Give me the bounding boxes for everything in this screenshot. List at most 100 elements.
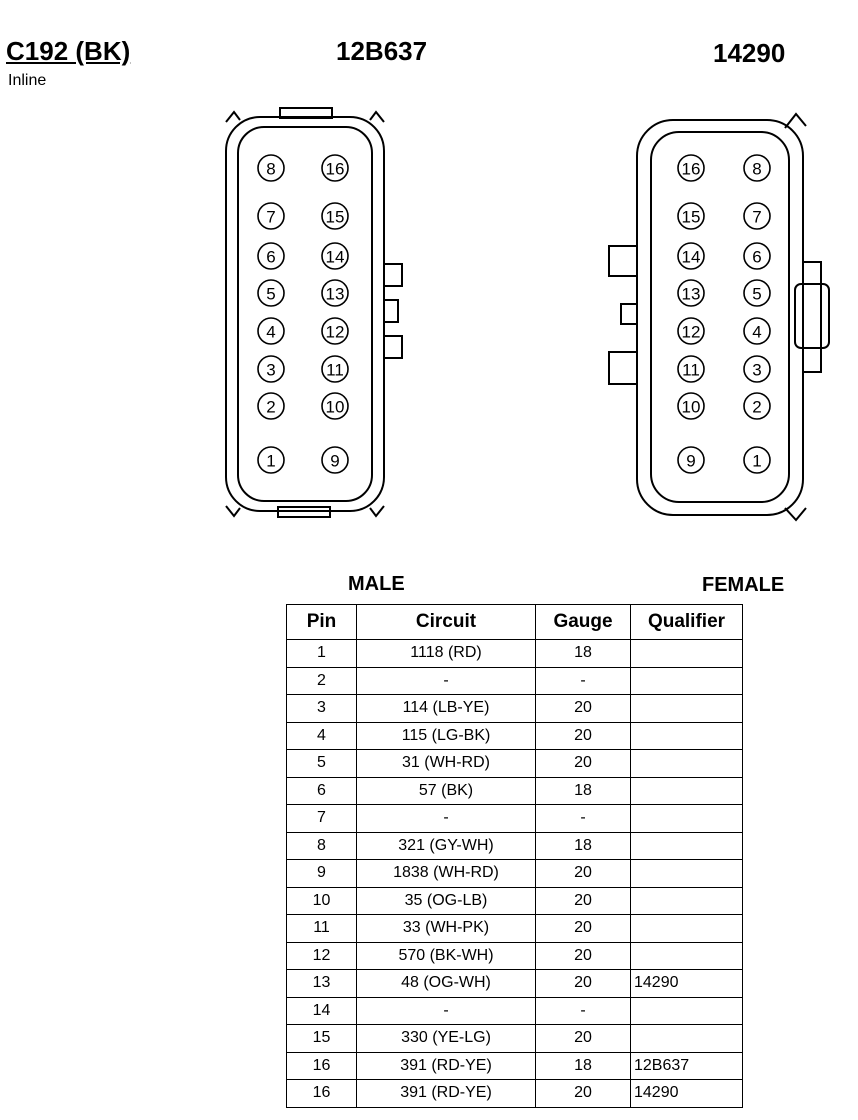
header-gauge: Gauge	[535, 604, 631, 640]
female-pin: 8	[743, 154, 771, 182]
cell-qualifier	[630, 749, 743, 778]
cell-gauge: 20	[535, 886, 631, 915]
male-pin-label: 5	[266, 285, 275, 304]
cell-qualifier	[630, 666, 743, 695]
male-pin: 4	[257, 317, 285, 345]
male-pin: 10	[321, 392, 349, 420]
cell-circuit: 33 (WH-PK)	[356, 914, 536, 943]
male-pin: 12	[321, 317, 349, 345]
male-pin-label: 13	[326, 285, 345, 304]
female-part-number: 14290	[713, 38, 786, 68]
cell-pin: 13	[286, 969, 357, 998]
female-pin: 15	[677, 202, 705, 230]
female-pin-label: 10	[682, 398, 701, 417]
male-pin-label: 10	[326, 398, 345, 417]
cell-gauge: 20	[535, 859, 631, 888]
male-pin: 7	[257, 202, 285, 230]
male-connector	[225, 107, 403, 518]
cell-pin: 14	[286, 996, 357, 1025]
cell-circuit: 391 (RD-YE)	[356, 1051, 536, 1080]
male-pin: 16	[321, 154, 349, 182]
female-pin-label: 5	[752, 285, 761, 304]
cell-gauge: 20	[535, 721, 631, 750]
male-pin: 13	[321, 279, 349, 307]
cell-pin: 7	[286, 804, 357, 833]
male-pin-label: 14	[326, 248, 345, 267]
cell-qualifier	[630, 831, 743, 860]
female-pin: 10	[677, 392, 705, 420]
female-pin: 13	[677, 279, 705, 307]
female-connector	[608, 112, 830, 522]
male-pin-label: 6	[266, 248, 275, 267]
cell-pin: 3	[286, 694, 357, 723]
cell-qualifier	[630, 1024, 743, 1053]
male-pin: 3	[257, 355, 285, 383]
table-row: 2--	[286, 666, 743, 695]
male-pin-label: 12	[326, 323, 345, 342]
female-pin-label: 6	[752, 248, 761, 267]
cell-circuit: -	[356, 666, 536, 695]
cell-circuit: 570 (BK-WH)	[356, 941, 536, 970]
female-pin: 11	[677, 355, 705, 383]
cell-circuit: 391 (RD-YE)	[356, 1079, 536, 1108]
female-pin: 3	[743, 355, 771, 383]
cell-qualifier	[630, 941, 743, 970]
female-pin: 12	[677, 317, 705, 345]
connector-id: C192 (BK)	[6, 36, 131, 66]
cell-gauge: 20	[535, 1024, 631, 1053]
female-pin-label: 8	[752, 160, 761, 179]
female-pin-label: 16	[682, 160, 701, 179]
cell-qualifier: 14290	[630, 1079, 743, 1108]
female-pin: 2	[743, 392, 771, 420]
cell-circuit: 114 (LB-YE)	[356, 694, 536, 723]
cell-qualifier	[630, 639, 743, 668]
cell-pin: 9	[286, 859, 357, 888]
cell-gauge: 20	[535, 941, 631, 970]
cell-gauge: 20	[535, 914, 631, 943]
female-pin: 4	[743, 317, 771, 345]
cell-pin: 5	[286, 749, 357, 778]
female-pin-label: 12	[682, 323, 701, 342]
cell-circuit: 48 (OG-WH)	[356, 969, 536, 998]
cell-circuit: 330 (YE-LG)	[356, 1024, 536, 1053]
male-pin-label: 4	[266, 323, 275, 342]
cell-qualifier	[630, 721, 743, 750]
cell-gauge: 20	[535, 969, 631, 998]
cell-qualifier	[630, 996, 743, 1025]
female-pin-label: 9	[686, 452, 695, 471]
cell-circuit: 115 (LG-BK)	[356, 721, 536, 750]
cell-circuit: 57 (BK)	[356, 776, 536, 805]
female-pin: 5	[743, 279, 771, 307]
male-pin: 6	[257, 242, 285, 270]
female-pin: 14	[677, 242, 705, 270]
male-pin: 9	[321, 446, 349, 474]
cell-qualifier	[630, 694, 743, 723]
male-label: MALE	[348, 573, 405, 595]
female-label: FEMALE	[702, 574, 785, 596]
male-pin: 8	[257, 154, 285, 182]
male-part-number: 12B637	[336, 36, 428, 66]
female-pin-label: 1	[752, 452, 761, 471]
female-pin-label: 11	[682, 361, 700, 380]
male-pin-label: 15	[326, 208, 345, 227]
female-pin: 6	[743, 242, 771, 270]
cell-gauge: 18	[535, 776, 631, 805]
male-pin: 11	[321, 355, 349, 383]
male-pin-label: 11	[326, 361, 344, 380]
cell-circuit: 1838 (WH-RD)	[356, 859, 536, 888]
cell-gauge: 18	[535, 831, 631, 860]
male-pin-label: 9	[330, 452, 339, 471]
cell-circuit: -	[356, 804, 536, 833]
female-pin: 9	[677, 446, 705, 474]
